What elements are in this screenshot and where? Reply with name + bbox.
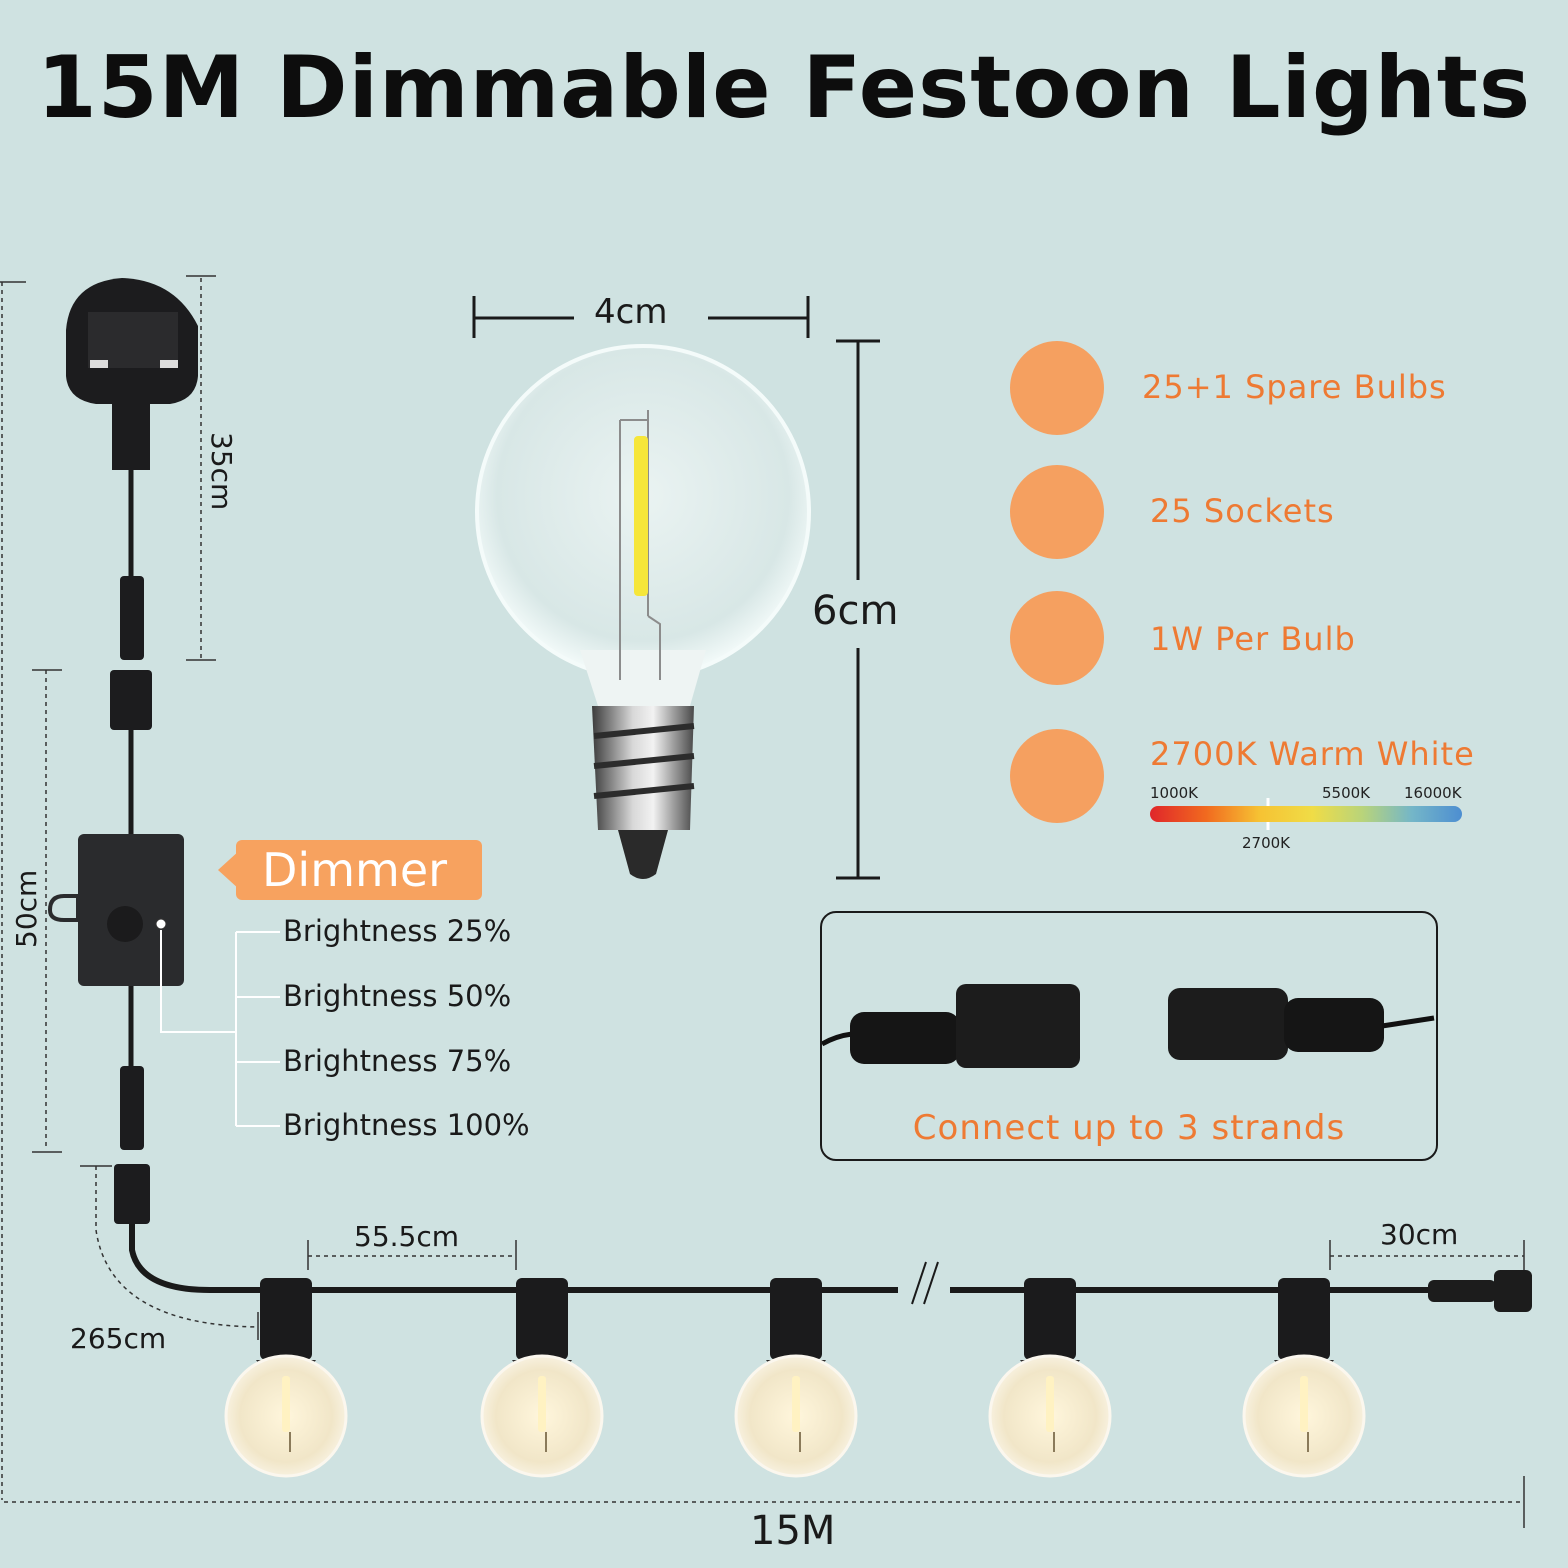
end-plug <box>1428 1270 1532 1312</box>
dimmer-section-dimension <box>0 281 62 1500</box>
dimmer-unit <box>47 670 184 1224</box>
dimmer-levels-bracket <box>160 930 280 1127</box>
bulb-spacing-label: 55.5cm <box>354 1220 460 1253</box>
string-bulb <box>734 1278 858 1478</box>
plug-icon <box>1010 465 1104 559</box>
string-bulb <box>224 1278 348 1478</box>
string-bulb <box>1242 1278 1366 1478</box>
brightness-level: Brightness 25% <box>283 914 512 948</box>
brightness-level: Brightness 100% <box>283 1108 530 1142</box>
break-mark <box>911 1261 939 1305</box>
color-temperature-bar <box>1150 806 1462 822</box>
plug-lead-dimension <box>186 275 216 661</box>
end-length-dimension <box>1329 1240 1525 1270</box>
ct-marker-label: 2700K <box>1242 834 1291 852</box>
bulb-spacing-dimension <box>307 1240 517 1270</box>
bulb-height-label: 6cm <box>812 588 899 634</box>
feature-wattage: 1W Per Bulb <box>1150 620 1356 658</box>
dimmer-tag-arrow <box>218 850 240 890</box>
lead-length-dimension <box>80 1165 259 1340</box>
end-length-label: 30cm <box>1380 1218 1459 1251</box>
connector-note: Connect up to 3 strands <box>912 1108 1346 1148</box>
uk-plug <box>66 278 198 660</box>
brightness-level: Brightness 75% <box>283 1044 512 1078</box>
feature-spare-bulbs: 25+1 Spare Bulbs <box>1142 368 1447 406</box>
dimmer-tag <box>236 840 482 900</box>
total-length-label: 15M <box>750 1508 836 1554</box>
string-bulb <box>988 1278 1112 1478</box>
feature-color-temp: 2700K Warm White <box>1150 735 1475 773</box>
bulb-width-dimension <box>472 296 810 338</box>
connector-pair <box>820 984 1435 1068</box>
bulb-width-label: 4cm <box>594 292 668 332</box>
page-title: 15M Dimmable Festoon Lights <box>36 38 1532 138</box>
ct-max-label: 16000K <box>1404 784 1462 802</box>
lead-length-label: 265cm <box>70 1322 167 1355</box>
brightness-level: Brightness 50% <box>283 979 512 1013</box>
power-pulse-icon <box>1010 591 1104 685</box>
feature-sockets: 25 Sockets <box>1150 492 1335 530</box>
bulb-height-dimension <box>836 339 880 880</box>
sliders-icon <box>1010 729 1104 823</box>
dimmer-tag-label: Dimmer <box>262 843 448 897</box>
total-length-dimension <box>4 1476 1525 1528</box>
dimmer-section-label: 50cm <box>10 869 43 948</box>
string-bulbs <box>224 1278 1366 1478</box>
plug-lead-label: 35cm <box>205 432 238 511</box>
string-bulb <box>480 1278 604 1478</box>
large-bulb-illustration <box>475 344 811 879</box>
ct-mid-label: 5500K <box>1322 784 1371 802</box>
connector-panel <box>820 911 1438 1161</box>
ct-min-label: 1000K <box>1150 784 1199 802</box>
lightbulb-icon <box>1010 341 1104 435</box>
